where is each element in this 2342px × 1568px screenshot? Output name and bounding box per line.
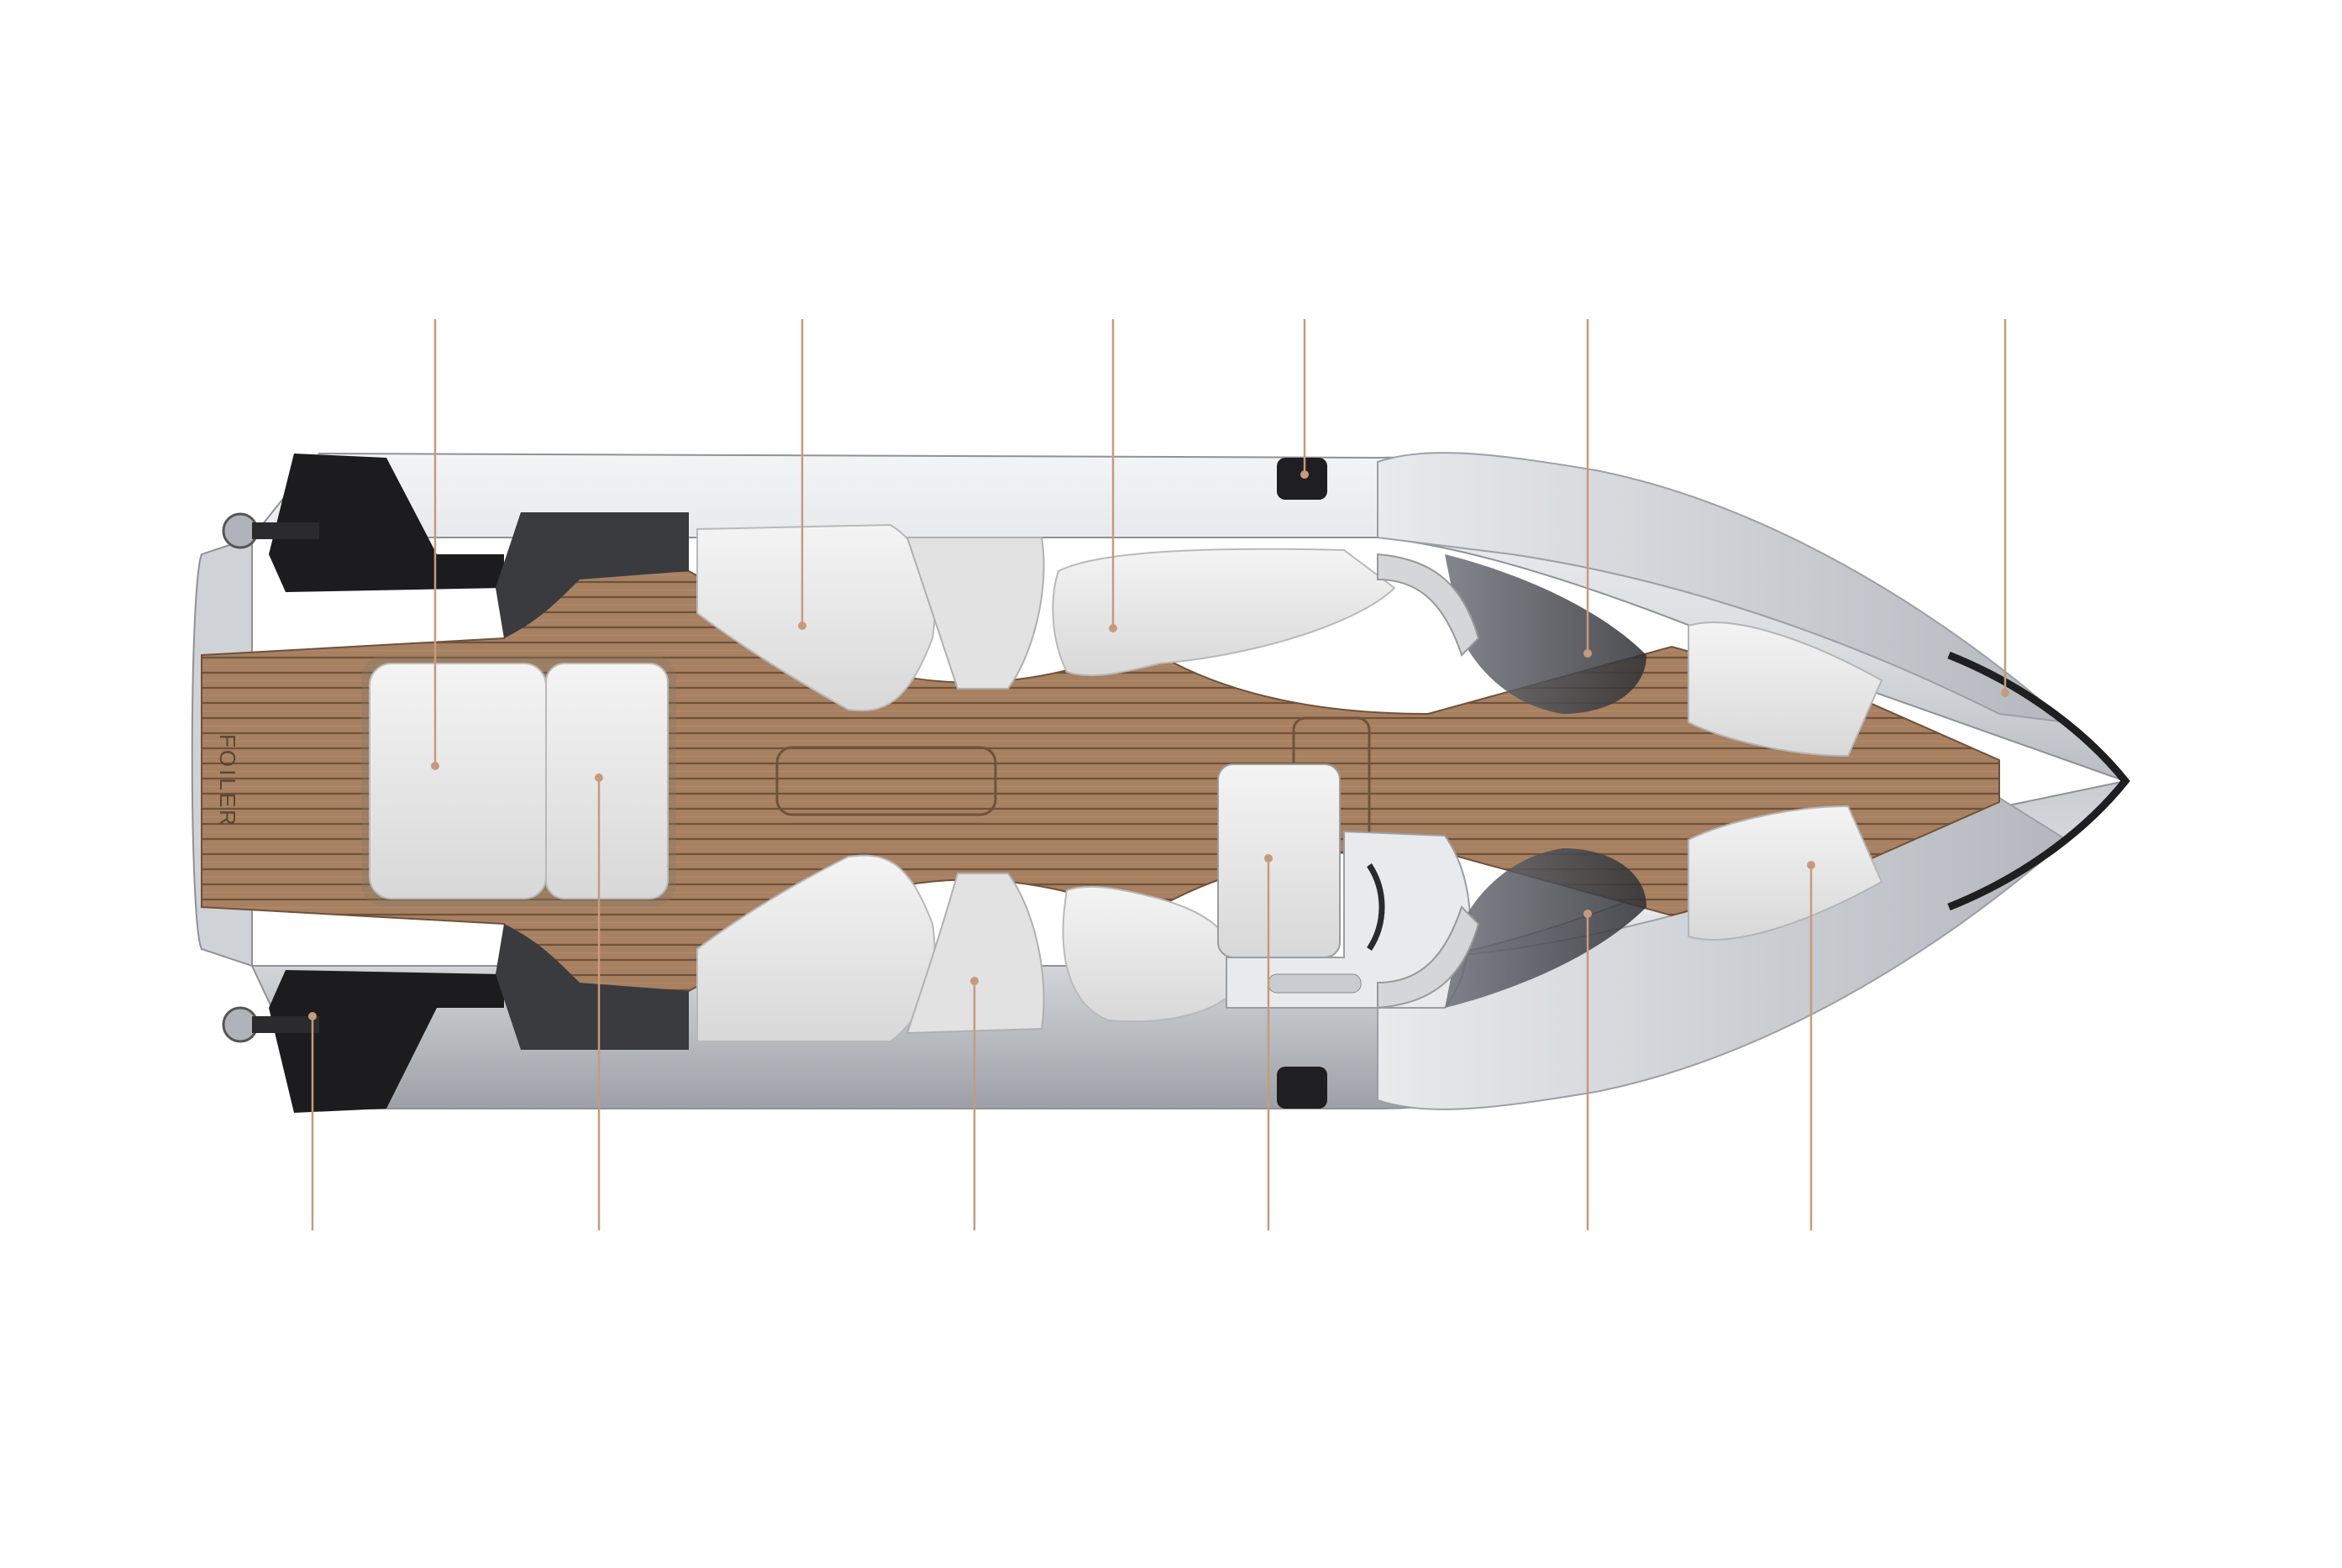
helm-throttle [1268, 973, 1362, 994]
aft-bench-port-back [906, 537, 1045, 690]
windscreen-starboard [1377, 905, 1480, 1009]
helm-seat [1217, 763, 1341, 958]
callouts-top [431, 319, 2009, 770]
windscreen-port [1377, 553, 1480, 657]
callout-dot-aft-bench-port [798, 621, 806, 630]
stern-drives [222, 454, 504, 1113]
callout-dot-aft-bench-starboard [970, 977, 979, 985]
callout-dot-bow-tip [2001, 689, 2009, 697]
shaft-port [252, 522, 319, 539]
callout-dot-helm-console [1264, 854, 1273, 863]
callout-dot-fwd-lounge-port [1109, 624, 1117, 632]
callouts-bottom [308, 774, 1815, 1230]
bow-sponson-port [1377, 452, 2070, 724]
bow-console-starboard [1445, 848, 1646, 1008]
callout-dot-sunpad-starboard [595, 774, 603, 782]
callout-dot-bow-console-port [1583, 649, 1592, 658]
callout-dot-bow-console-starboard [1583, 910, 1592, 918]
bow-seat-starboard [1688, 805, 1883, 941]
stern-drive-starboard [269, 970, 504, 1113]
sunpad-cushion-fwd [545, 663, 669, 899]
bow-seat-port [1688, 621, 1883, 758]
aft-bench-starboard-back [906, 873, 1045, 1035]
callout-dot-bow-seat-starboard [1807, 861, 1815, 869]
stern-drive-port [269, 454, 504, 592]
bow-console-port [1445, 554, 1646, 714]
callout-dot-stern-foil [308, 1012, 317, 1020]
helm [1217, 763, 1471, 1009]
bollard-starboard [1277, 1067, 1327, 1109]
stern-well-port [496, 512, 689, 638]
stern-well-starboard [496, 924, 689, 1050]
callout-dot-sunpad-port [431, 762, 439, 770]
fwd-lounge-starboard [1062, 885, 1237, 1023]
bollard-port [1277, 458, 1327, 500]
bow-rail [1947, 651, 2130, 911]
sunpad-cushion-aft [369, 663, 547, 899]
shaft-starboard [252, 1016, 319, 1033]
sunpad [361, 655, 676, 907]
fwd-lounge-port [1052, 548, 1396, 677]
deck-hatch-aft [775, 746, 997, 816]
deck-logo: FOILER [215, 734, 240, 828]
helm-wheel-icon [1367, 863, 1385, 951]
callout-dot-bollard [1300, 470, 1309, 479]
